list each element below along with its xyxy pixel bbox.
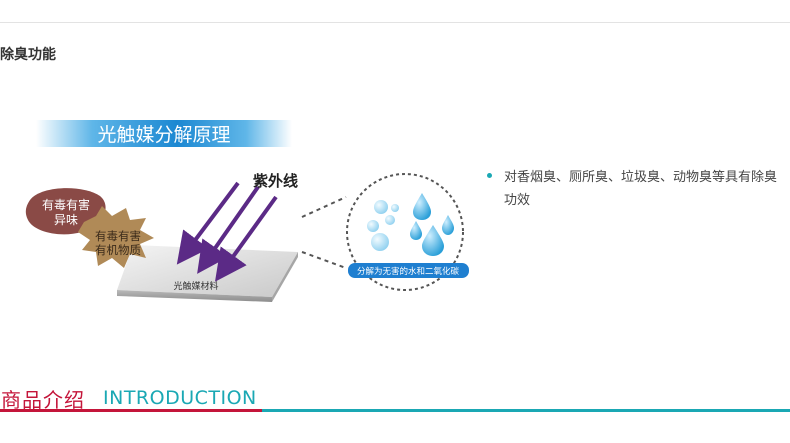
uv-arrow [214,195,278,282]
bubble-icon [385,215,395,225]
feature-text: 对香烟臭、厕所臭、垃圾臭、动物臭等具有除臭功效 [504,170,778,208]
bubble-icon [367,220,379,232]
water-drop-icon [422,225,444,256]
catalyst-panel-side [272,252,298,302]
bubble-icon [371,233,389,251]
odor-label-line1: 有毒有害 [42,197,90,212]
organic-splat [78,206,154,268]
uv-arrow [197,185,260,274]
intro-title-en: INTRODUCTION [103,387,257,409]
uv-arrow [176,181,240,265]
connector-line [301,196,347,218]
result-label: 分解为无害的水和二氧化碳 [357,266,460,277]
intro-title-cn: 商品介绍 [1,388,85,412]
bullet-icon [487,173,492,178]
banner-background [36,120,292,147]
top-divider [0,22,790,23]
water-drop-icon [410,221,422,240]
organic-label-line2: 有机物质 [95,243,141,257]
intro-header: 商品介绍 INTRODUCTION [0,384,790,414]
intro-underline-teal [262,409,790,412]
uv-label: 紫外线 [253,172,298,190]
water-drop-icon [413,193,431,220]
bubble-icon [374,200,388,214]
feature-list-item: 对香烟臭、厕所臭、垃圾臭、动物臭等具有除臭功效 [487,166,777,212]
catalyst-panel-edge [117,290,272,302]
banner-title: 光触媒分解原理 [97,124,230,146]
intro-underline-red [0,409,262,412]
connector-line [301,251,347,269]
result-pill [348,263,469,278]
section-title: 除臭功能 [0,47,56,63]
water-drop-icon [442,215,454,235]
bubble-icon [391,204,399,212]
odor-label-line2: 异味 [54,213,78,227]
organic-label-line1: 有毒有害 [95,229,141,243]
material-label: 光触媒材料 [173,280,218,292]
